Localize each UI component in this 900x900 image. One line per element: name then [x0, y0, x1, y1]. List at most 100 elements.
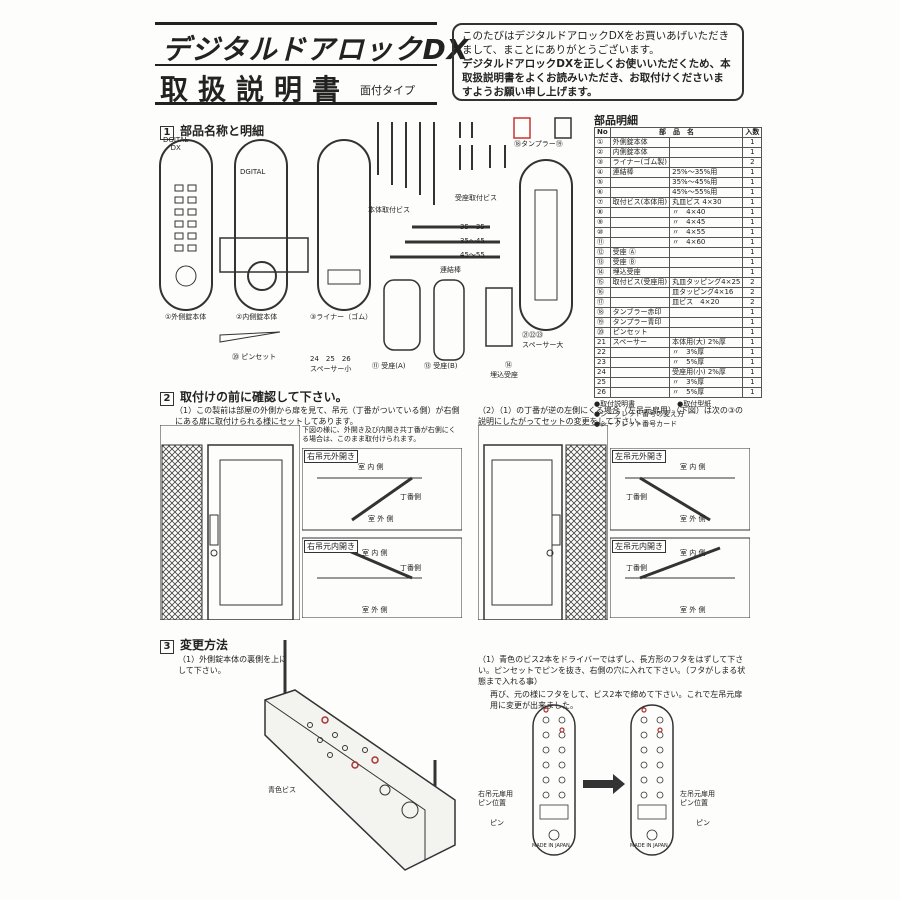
part-no: ⑳	[594, 327, 611, 338]
label-blue-screw: 青色ビス	[268, 786, 296, 794]
part-name: ピンセット	[609, 327, 671, 338]
label-spacer-large: スペーサー大	[522, 341, 564, 349]
part-spec	[669, 327, 744, 338]
part-no: ⑰	[594, 297, 611, 308]
part-name: 受座 Ⓑ	[609, 257, 671, 268]
part-no: ⑲	[594, 317, 611, 328]
section2-note2: （2）（1）の丁番が逆の左側にくる場合（左吊元扉用）（下図）は次の③の説明にした…	[478, 406, 744, 426]
section2-center-note: 下図の様に、外開き及び内開き共丁番が右側にくる場合は、このまま取付けられます。	[302, 426, 456, 443]
part-no: 26	[594, 387, 611, 398]
part-qty: 1	[742, 197, 763, 208]
made-in-right: MADE IN JAPAN	[630, 843, 668, 849]
part-spec: 45%～55%用	[669, 187, 744, 198]
part-name: 埋込受座	[609, 267, 671, 278]
part-spec: 受座用(小) 2%厚	[669, 367, 744, 378]
section2-number: 2	[160, 392, 174, 406]
part-qty: 1	[742, 367, 763, 378]
inner-body-brand: DGITAL	[240, 168, 266, 176]
rod-length-1: 35～35	[460, 223, 485, 231]
label-spacer-small-nums: 24 25 26	[310, 355, 351, 363]
part-spec: 〃 4×40	[669, 207, 744, 218]
part-name	[609, 217, 671, 228]
part-no: ①	[594, 137, 611, 148]
label-strike-b: ⑬ 受座(B)	[424, 362, 458, 370]
part-no: ⑧	[594, 207, 611, 218]
part-spec	[669, 247, 744, 258]
left-in-outdoor: 室 外 側	[680, 606, 706, 614]
part-qty: 1	[742, 247, 763, 258]
part-no: ⑮	[594, 277, 611, 288]
part-qty: 1	[742, 317, 763, 328]
intro-text-2: デジタルドアロックDXを正しくお使いいただくため、本取扱説明書をよくお読みいただ…	[462, 58, 731, 98]
label-rod: 連結棒	[440, 266, 461, 274]
section3-number: 3	[160, 640, 174, 654]
label-left-pin: 左吊元扉用 ピン位置	[680, 790, 715, 807]
part-name: 受座 Ⓐ	[609, 247, 671, 258]
part-spec: 〃 4×55	[669, 227, 744, 238]
left-out-indoor: 室 内 側	[680, 463, 706, 471]
left-door-illustration	[478, 425, 608, 620]
rod-length-2: 35～45	[460, 237, 485, 245]
part-qty: 1	[742, 267, 763, 278]
part-qty: 2	[742, 297, 763, 308]
manual-title: 取扱説明書	[160, 73, 351, 106]
part-name	[609, 297, 671, 308]
part-qty: 1	[742, 207, 763, 218]
part-spec	[669, 147, 744, 158]
part-name	[609, 347, 671, 358]
label-strike-embed-num: ⑭	[505, 361, 512, 369]
part-qty: 1	[742, 217, 763, 228]
part-qty: 1	[742, 137, 763, 148]
pin-position-illustration	[532, 704, 674, 856]
part-spec	[669, 307, 744, 318]
part-no: ⑪	[594, 237, 611, 248]
part-qty: 1	[742, 327, 763, 338]
label-inner-body: ②内側錠本体	[236, 313, 278, 321]
part-qty: 2	[742, 277, 763, 288]
parts-list-title: 部品明細	[594, 114, 638, 127]
part-qty: 1	[742, 257, 763, 268]
label-pin-left: ピン	[490, 819, 504, 827]
right-swing-diagrams	[302, 448, 462, 618]
parts-table-header: No 部 品 名 入数	[594, 127, 763, 138]
part-spec	[669, 257, 744, 268]
parts-footer-2: ●シークレット番号の変え方	[594, 410, 685, 418]
part-spec	[669, 317, 744, 328]
part-name	[609, 177, 671, 188]
label-strike-embed: 埋込受座	[490, 371, 518, 379]
title-rule	[155, 22, 437, 63]
part-spec: 本体用(大) 2%厚	[669, 337, 744, 348]
parts-footer: ●取付説明書 ●取付型紙 ●シークレット番号の変え方 ●シークレット番号カード	[594, 399, 762, 429]
part-no: 23	[594, 357, 611, 368]
left-out-hinge: 丁番側	[626, 493, 647, 501]
parts-footer-3: ●シークレット番号カード	[594, 420, 678, 428]
part-spec: 皿ビス 4×20	[669, 297, 744, 308]
part-qty: 2	[742, 287, 763, 298]
parts-footer-1b: ●取付型紙	[677, 400, 712, 408]
title-bottom-rule	[155, 102, 437, 105]
part-qty: 1	[742, 237, 763, 248]
outer-body-shape	[159, 139, 213, 311]
part-qty: 1	[742, 227, 763, 238]
part-name	[609, 227, 671, 238]
part-spec: 丸皿ビス 4×30	[669, 197, 744, 208]
part-qty: 1	[742, 377, 763, 388]
intro-box: このたびはデジタルドアロックDXをお買いあげいただきまして、まことにありがとうご…	[452, 23, 744, 101]
